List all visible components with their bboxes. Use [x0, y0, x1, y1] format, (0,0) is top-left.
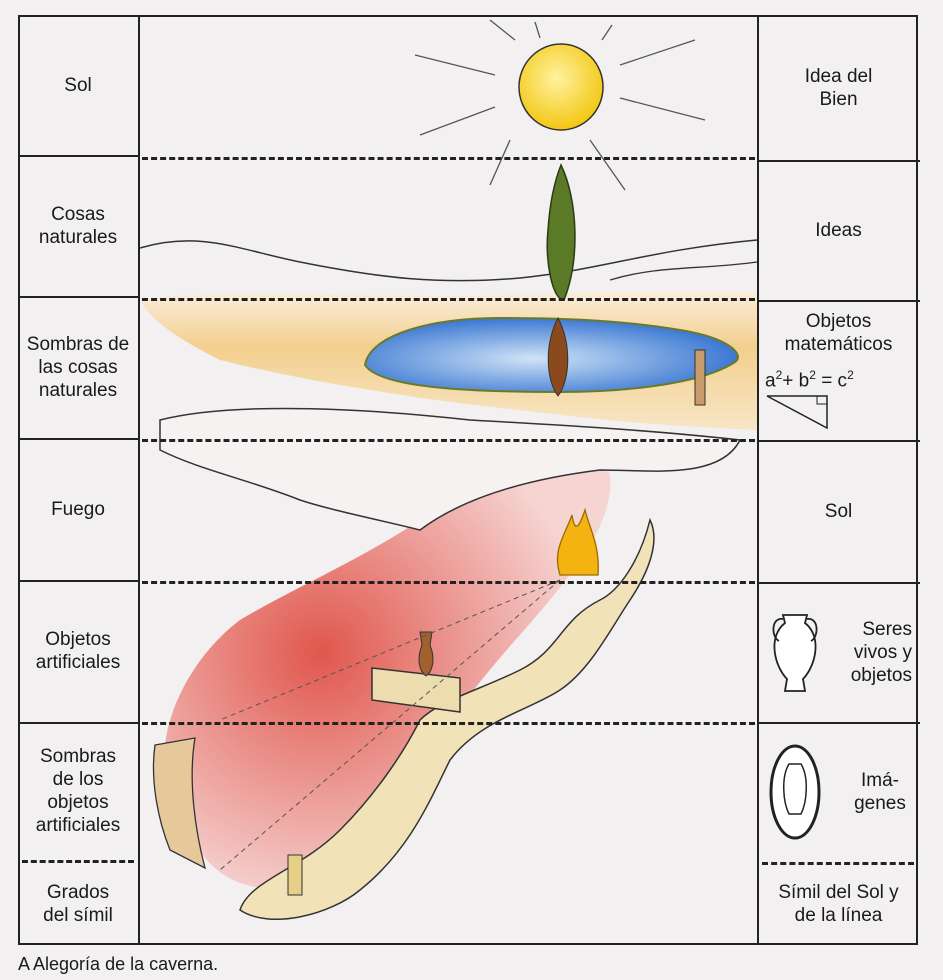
- left-label-fuego: Fuego: [51, 498, 105, 520]
- cave-rock: [159, 407, 742, 531]
- right-label-ideas: Ideas: [815, 219, 862, 241]
- divider: [18, 438, 138, 440]
- fire: [556, 507, 599, 576]
- divider: [757, 722, 920, 724]
- sun: [518, 43, 604, 131]
- shadow-wall: [152, 737, 206, 870]
- right-cell-imagenes: Imá- genes: [757, 722, 920, 862]
- right-label-idea-bien: Idea del Bien: [804, 65, 873, 110]
- amphora-icon: [772, 614, 818, 692]
- dashed-divider: [142, 581, 755, 584]
- divider: [757, 440, 920, 442]
- prisoner-figure: [287, 854, 303, 896]
- cave-path: [239, 517, 655, 921]
- dashed-divider: [142, 298, 755, 301]
- right-label-imagenes: Imá- genes: [854, 770, 906, 814]
- right-label-simil: Símil del Sol y de la línea: [778, 881, 899, 926]
- divider: [757, 582, 920, 584]
- left-label-sombras-objetos: Sombras de los objetos artificiales: [35, 746, 121, 836]
- tree-reflection: [547, 316, 569, 397]
- divider: [18, 296, 138, 298]
- dashed-divider: [142, 157, 755, 160]
- dashed-divider: [762, 862, 914, 865]
- right-label-objetos-matematicos: Objetos matemáticos: [784, 311, 893, 355]
- figure-caption: A Alegoría de la caverna.: [18, 954, 219, 974]
- divider: [757, 160, 920, 162]
- right-label-sol: Sol: [824, 500, 853, 522]
- divider: [18, 155, 138, 157]
- dashed-divider: [142, 439, 755, 442]
- sun-rays: [414, 19, 706, 191]
- left-label-grados: Grados del símil: [43, 881, 113, 926]
- tree: [546, 163, 576, 301]
- left-label-objetos-artificiales: Objetos artificiales: [35, 629, 121, 673]
- left-label-sombras-cosas: Sombras de las cosas naturales: [26, 333, 130, 401]
- divider: [18, 722, 138, 724]
- pythagoras-formula: a2+ b2 = c2: [765, 368, 854, 392]
- right-cell-objetos-matematicos: Objetos matemáticos a2+ b2 = c2: [757, 300, 920, 440]
- dashed-divider: [22, 860, 134, 863]
- left-column-border: [18, 15, 140, 945]
- right-triangle-icon: [766, 395, 828, 430]
- right-label-seres-vivos: Seres vivos y objetos: [850, 618, 912, 686]
- divider: [757, 300, 920, 302]
- divider: [18, 580, 138, 582]
- vase-image-oval-icon: [769, 744, 821, 840]
- observer-figure: [694, 349, 706, 406]
- diagram-frame: [18, 15, 918, 945]
- parapet-wall: [371, 667, 461, 713]
- right-cell-seres-vivos: Seres vivos y objetos: [757, 582, 920, 722]
- hills: [139, 239, 758, 282]
- left-label-cosas-naturales: Cosas naturales: [38, 203, 118, 248]
- dashed-divider: [142, 722, 755, 725]
- left-label-sol: Sol: [64, 74, 92, 96]
- vase-object: [418, 631, 434, 677]
- middle-column-border: [18, 15, 759, 945]
